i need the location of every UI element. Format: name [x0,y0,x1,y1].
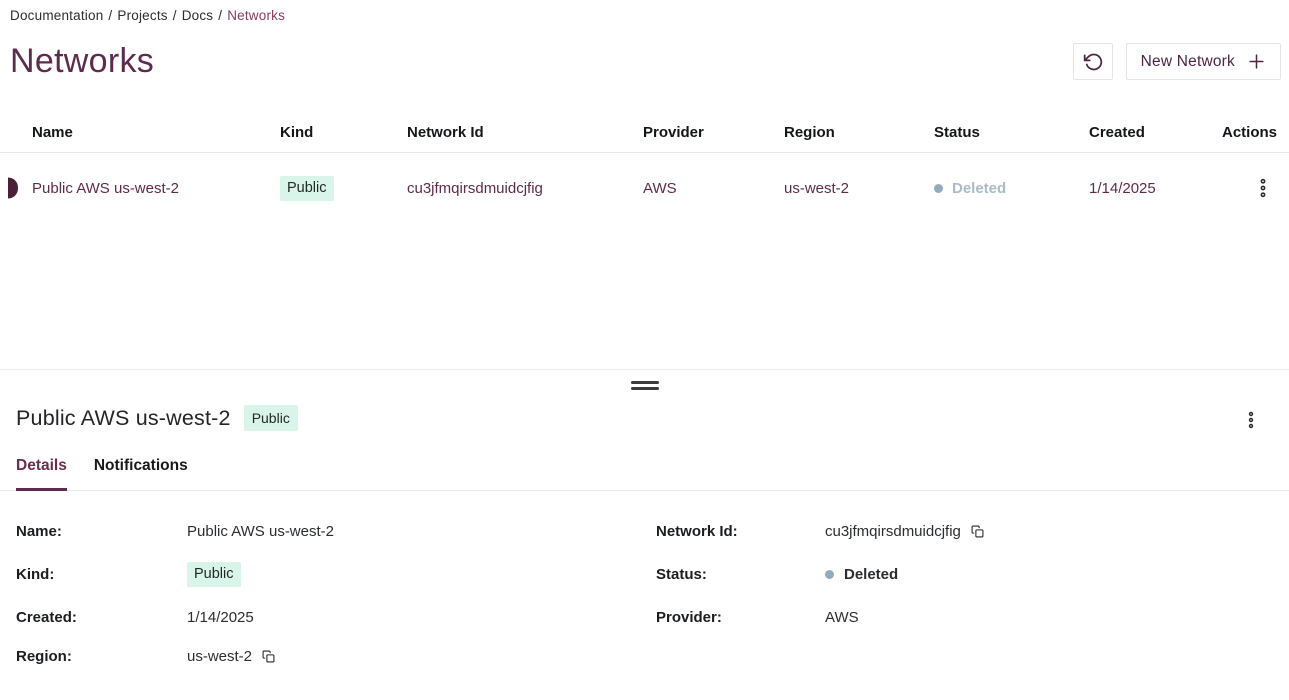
breadcrumb-item-documentation[interactable]: Documentation [10,8,104,23]
drag-handle-line [630,387,659,391]
column-header-actions: Actions [1222,123,1278,141]
column-header-created: Created [1089,123,1145,141]
column-header-kind: Kind [280,123,314,141]
kebab-menu-icon [1243,410,1259,430]
column-header-network-id: Network Id [407,123,484,141]
details-grid: Name: Public AWS us-west-2 Network Id: c… [0,523,1289,665]
kind-badge: Public [187,562,241,588]
drag-handle[interactable] [630,381,659,391]
header-actions: New Network [1072,43,1281,80]
cell-region: us-west-2 [784,179,850,197]
refresh-ccw-icon [1083,52,1103,72]
column-header-name: Name [32,123,73,141]
drag-handle-line [630,381,659,385]
provider-label: Provider: [656,609,722,627]
tab-details[interactable]: Details [16,457,67,492]
created-label: Created: [16,609,77,627]
status-dot-icon [825,570,834,580]
cell-network-id: cu3jfmqirsdmuidcjfig [407,179,543,197]
breadcrumb-separator: / [108,8,113,23]
column-header-provider: Provider [643,123,704,141]
detail-panel-title: Public AWS us-west-2 [16,405,231,430]
region-label: Region: [16,648,72,666]
breadcrumb-item-docs[interactable]: Docs [181,8,214,23]
network-id-value: cu3jfmqirsdmuidcjfig [825,523,1273,540]
refresh-button[interactable] [1072,43,1113,80]
table-row[interactable]: Public AWS us-west-2 Public cu3jfmqirsdm… [0,153,1289,223]
breadcrumb: Documentation / Projects / Docs / Networks [0,0,1289,23]
copy-icon [971,525,984,538]
copy-region-button[interactable] [262,650,275,663]
page-header: Networks New Network [0,23,1289,80]
table-header-row: Name Kind Network Id Provider Region Sta… [0,112,1289,154]
cell-actions [1222,175,1289,201]
copy-icon [262,650,275,663]
provider-value: AWS [825,609,859,627]
kind-label: Kind: [16,566,55,584]
column-header-region: Region [784,123,835,141]
status-label: Deleted [952,179,1007,197]
kind-badge: Public [243,405,298,432]
cell-provider: AWS [643,179,677,197]
network-id-label: Network Id: [656,523,738,541]
new-network-button[interactable]: New Network [1125,43,1281,80]
panel-actions-kebab-button[interactable] [1241,408,1261,432]
name-label: Name: [16,523,62,541]
cell-created: 1/14/2025 [1089,179,1156,197]
new-network-button-label: New Network [1140,52,1235,70]
breadcrumb-separator: / [218,8,223,23]
row-actions-kebab-button[interactable] [1252,175,1274,201]
breadcrumb-separator: / [172,8,177,23]
selected-row-indicator [8,177,18,199]
cell-kind: Public [280,176,407,201]
status-value: Deleted [825,566,1273,583]
kebab-menu-icon [1254,177,1272,199]
detail-tabs: Details Notifications [0,457,1289,492]
name-value: Public AWS us-west-2 [187,523,334,541]
detail-panel-header: Public AWS us-west-2 Public [0,393,1289,432]
kind-badge: Public [280,176,334,201]
created-value: 1/14/2025 [187,609,254,627]
networks-table: Name Kind Network Id Provider Region Sta… [0,112,1289,223]
cell-status: Deleted [934,180,1089,197]
plus-icon [1247,52,1266,71]
copy-network-id-button[interactable] [971,525,984,538]
panel-splitter [0,369,1289,391]
region-value: us-west-2 [187,648,656,665]
kind-value: Public [187,562,656,588]
status-dot-icon [934,183,943,193]
status-label: Status: [656,566,707,584]
tab-notifications[interactable]: Notifications [94,457,188,491]
cell-name: Public AWS us-west-2 [32,179,179,197]
detail-panel: Public AWS us-west-2 Public Details Noti… [0,393,1289,665]
breadcrumb-item-networks[interactable]: Networks [227,8,286,23]
breadcrumb-item-projects[interactable]: Projects [117,8,168,23]
page-title: Networks [10,42,155,80]
column-header-status: Status [934,123,980,141]
